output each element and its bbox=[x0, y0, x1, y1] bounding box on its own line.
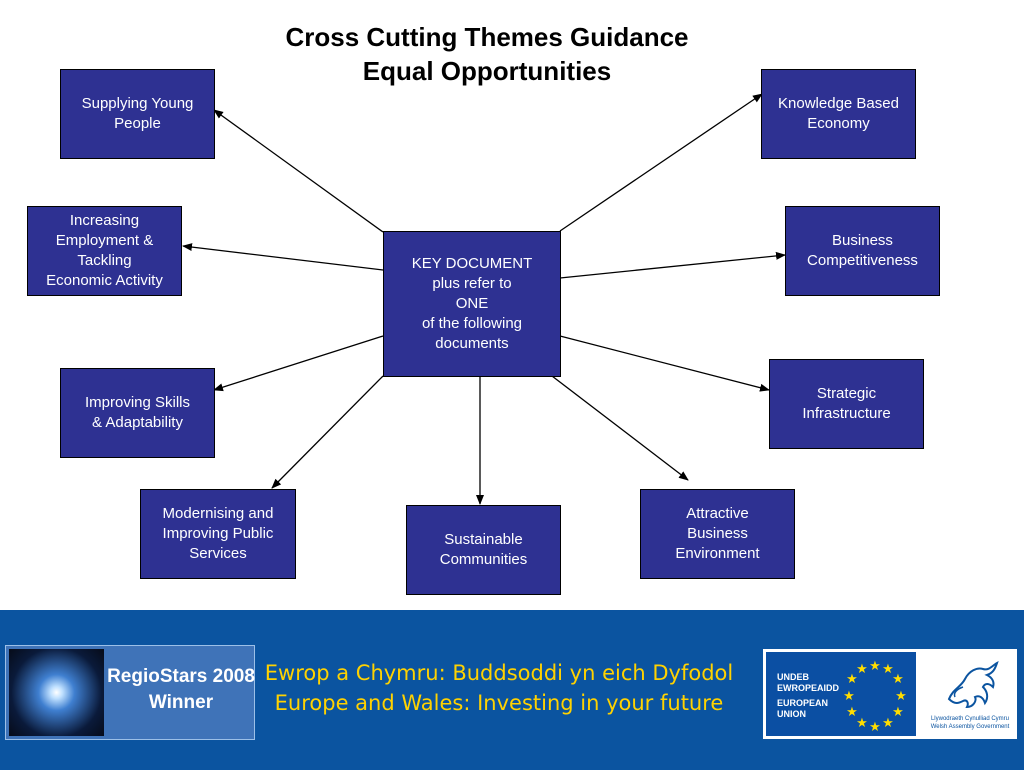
badge-text: RegioStars 2008 Winner bbox=[106, 664, 256, 716]
node-line: Environment bbox=[675, 545, 760, 562]
node-line: Competitiveness bbox=[807, 252, 918, 269]
eu-flag-logo: UNDEB EWROPEAIDD EUROPEAN UNION ★ ★ ★ ★ … bbox=[766, 652, 916, 736]
svg-text:★: ★ bbox=[869, 720, 881, 735]
node-knowledge-economy: Knowledge Based Economy bbox=[761, 69, 916, 159]
svg-text:★: ★ bbox=[846, 672, 858, 687]
node-line: Strategic bbox=[816, 385, 877, 402]
eu-label-english: EUROPEAN UNION bbox=[777, 698, 828, 720]
node-line: Supplying Young bbox=[81, 95, 194, 112]
node-line: Business bbox=[687, 525, 748, 542]
slogan-welsh: Ewrop a Chymru: Buddsoddi yn eich Dyfodo… bbox=[264, 661, 734, 685]
slide-title: Cross Cutting Themes Guidance bbox=[285, 22, 689, 52]
svg-text:★: ★ bbox=[882, 662, 894, 677]
node-supplying-young-people: Supplying Young People bbox=[60, 69, 215, 159]
eu-label-line: EUROPEAN bbox=[777, 698, 829, 708]
slide-subtitle: Equal Opportunities bbox=[362, 56, 612, 86]
arrow-to-knowledge-economy bbox=[559, 93, 763, 232]
node-line: Improving Skills bbox=[84, 394, 191, 411]
starburst-image bbox=[9, 649, 104, 736]
badge-line: Winner bbox=[148, 692, 214, 713]
eu-label-line: UNION bbox=[777, 709, 806, 719]
node-line: Services bbox=[189, 545, 247, 562]
arrow-to-attractive-business bbox=[551, 375, 689, 481]
arrow-to-business-competitiveness bbox=[559, 251, 786, 279]
node-line: Sustainable bbox=[444, 531, 523, 548]
node-line: Business bbox=[832, 232, 893, 249]
arrow-to-strategic-infrastructure bbox=[559, 335, 770, 392]
node-line: Employment & bbox=[55, 232, 154, 249]
arrow-to-increasing-employment bbox=[182, 243, 384, 271]
svg-text:★: ★ bbox=[892, 672, 904, 687]
connector-arrows bbox=[182, 93, 786, 505]
svg-text:★: ★ bbox=[856, 662, 868, 677]
node-strategic-infrastructure: Strategic Infrastructure bbox=[769, 359, 924, 449]
node-line: Infrastructure bbox=[802, 405, 891, 422]
node-business-competitiveness: Business Competitiveness bbox=[785, 206, 940, 296]
node-line: People bbox=[114, 115, 161, 132]
svg-text:★: ★ bbox=[882, 716, 894, 731]
eu-stars-icon: ★ ★ ★ ★ ★ ★ ★ ★ ★ ★ ★ ★ bbox=[843, 659, 907, 735]
center-line: of the following bbox=[421, 315, 523, 332]
node-line: & Adaptability bbox=[92, 414, 183, 431]
svg-text:★: ★ bbox=[843, 689, 855, 704]
slogan: Ewrop a Chymru: Buddsoddi yn eich Dyfodo… bbox=[258, 658, 740, 718]
wag-name-welsh: Llywodraeth Cynulliad Cymru bbox=[930, 716, 1010, 722]
eu-label-welsh: UNDEB EWROPEAIDD bbox=[777, 672, 839, 694]
eu-label-line: UNDEB bbox=[777, 672, 810, 682]
node-modernising-services: Modernising and Improving Public Service… bbox=[140, 489, 296, 579]
node-line: Modernising and bbox=[162, 505, 274, 522]
footer-banner: RegioStars 2008 Winner Ewrop a Chymru: B… bbox=[0, 608, 1024, 770]
arrow-to-improving-skills bbox=[213, 335, 384, 392]
regiostars-badge: RegioStars 2008 Winner bbox=[5, 645, 255, 740]
node-line: Economy bbox=[807, 115, 870, 132]
node-line: Increasing bbox=[69, 212, 140, 229]
key-document-box: KEY DOCUMENT plus refer to ONE of the fo… bbox=[383, 231, 561, 377]
center-line: ONE bbox=[455, 295, 489, 312]
node-line: Attractive bbox=[686, 505, 749, 522]
welsh-dragon-icon bbox=[947, 661, 999, 709]
eu-label-line: EWROPEAIDD bbox=[777, 683, 840, 693]
node-line: Economic Activity bbox=[46, 272, 163, 289]
node-increasing-employment: Increasing Employment & Tackling Economi… bbox=[27, 206, 182, 296]
svg-text:★: ★ bbox=[895, 689, 907, 704]
badge-line: RegioStars 2008 bbox=[107, 666, 255, 687]
svg-text:★: ★ bbox=[856, 716, 868, 731]
node-line: Improving Public bbox=[162, 525, 274, 542]
center-line: plus refer to bbox=[432, 275, 512, 292]
wag-name-english: Welsh Assembly Government bbox=[930, 724, 1010, 730]
node-sustainable-communities: Sustainable Communities bbox=[406, 505, 561, 595]
svg-text:★: ★ bbox=[846, 705, 858, 720]
slogan-english: Europe and Wales: Investing in your futu… bbox=[274, 691, 724, 715]
node-improving-skills: Improving Skills & Adaptability bbox=[60, 368, 215, 458]
arrow-to-supplying-young-people bbox=[213, 109, 384, 233]
node-line: Tackling bbox=[77, 252, 132, 269]
node-attractive-business: Attractive Business Environment bbox=[640, 489, 795, 579]
logo-panel: UNDEB EWROPEAIDD EUROPEAN UNION ★ ★ ★ ★ … bbox=[762, 648, 1018, 740]
svg-text:★: ★ bbox=[869, 659, 881, 674]
node-line: Communities bbox=[439, 551, 528, 568]
node-line: Knowledge Based bbox=[778, 95, 899, 112]
center-line: KEY DOCUMENT bbox=[411, 255, 533, 272]
svg-text:★: ★ bbox=[892, 705, 904, 720]
center-line: documents bbox=[435, 335, 509, 352]
arrow-to-modernising-services bbox=[271, 375, 384, 489]
slide: Cross Cutting Themes Guidance Equal Oppo… bbox=[27, 22, 940, 595]
